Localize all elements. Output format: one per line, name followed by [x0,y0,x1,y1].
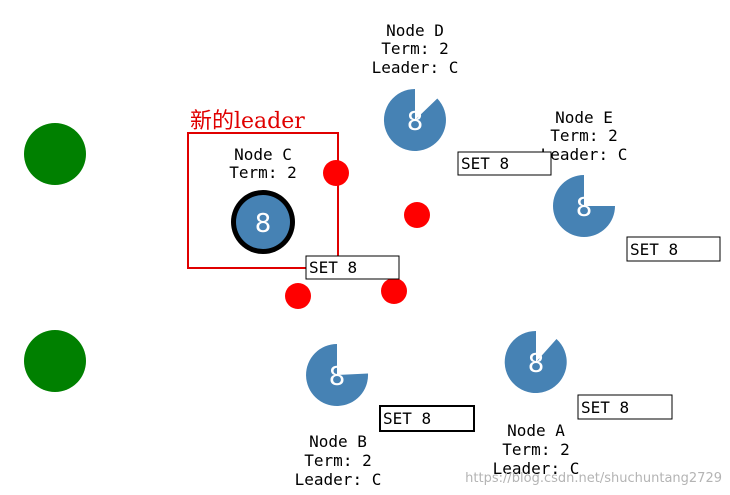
node-a: 8 Node A Term: 2 Leader: C [493,330,580,478]
node-b-value: 8 [329,362,346,392]
svg-text:SET 8: SET 8 [461,154,509,173]
client-circle-bottom [24,330,86,392]
node-e-value: 8 [576,193,593,223]
message-dot [381,278,407,304]
node-c: Node C Term: 2 8 [229,145,297,254]
log-entry-c: SET 8 [305,255,400,280]
node-a-value: 8 [528,349,545,379]
log-entry-a: SET 8 [577,394,673,420]
node-e-circle [553,175,615,237]
node-d-leader: Leader: C [372,58,459,77]
watermark: https://blog.csdn.net/shuchuntang2729 [465,471,722,486]
node-b-circle [306,344,369,406]
node-e-name: Node E [555,108,613,127]
node-d-term: Term: 2 [381,39,448,58]
node-e-term: Term: 2 [550,126,617,145]
node-b: 8 Node B Term: 2 Leader: C [295,344,382,489]
node-e-leader: Leader: C [541,145,628,164]
client-circle-top [24,123,86,185]
node-a-term: Term: 2 [502,440,569,459]
node-d-circle [383,88,446,151]
svg-text:SET 8: SET 8 [581,398,629,417]
node-c-value: 8 [255,209,272,239]
node-b-name: Node B [309,432,367,451]
node-a-circle [504,330,567,393]
node-e: Node E Term: 2 Leader: C 8 [541,108,628,237]
node-c-name: Node C [234,145,292,164]
svg-text:SET 8: SET 8 [630,240,678,259]
node-b-term: Term: 2 [304,451,371,470]
message-dot [323,160,349,186]
node-b-leader: Leader: C [295,470,382,489]
node-a-leader: Leader: C [493,459,580,478]
node-c-inner [236,195,290,249]
node-d-name: Node D [386,21,444,40]
new-leader-label: 新的leader [190,109,305,134]
svg-text:SET 8: SET 8 [309,258,357,277]
log-entry-e: SET 8 [626,236,721,262]
svg-text:SET 8: SET 8 [383,409,431,428]
log-entry-b: SET 8 [379,405,475,432]
message-dot [404,202,430,228]
node-d-value: 8 [407,107,424,137]
node-a-name: Node A [507,421,565,440]
node-c-term: Term: 2 [229,163,296,182]
message-dot [285,283,311,309]
log-entry-d: SET 8 [457,151,552,176]
node-d: Node D Term: 2 Leader: C 8 [372,21,459,151]
new-leader-box [187,132,339,269]
